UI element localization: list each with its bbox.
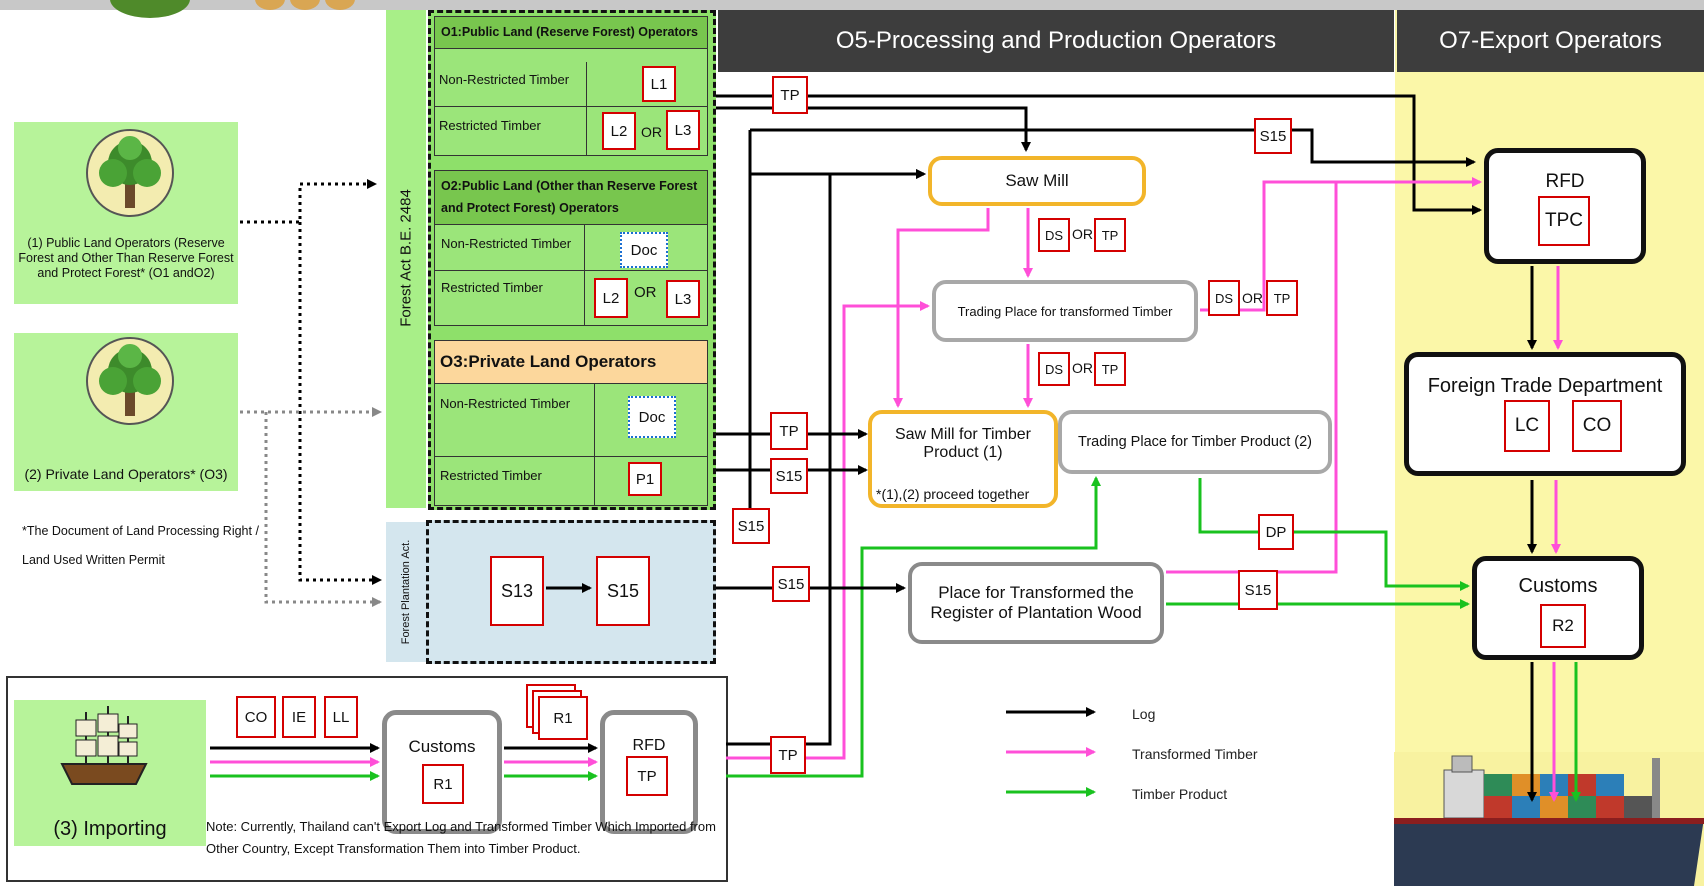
rfd-export-label: RFD [1545,171,1585,192]
doc-ds-trading: DS [1208,280,1240,316]
doc-s15: S15 [596,556,650,626]
doc-tp-import-flow: TP [770,736,806,774]
o7-header: O7-Export Operators [1397,10,1704,72]
trading-product-label: Trading Place for Timber Product (2) [1078,434,1312,450]
coin-decoration [290,0,320,10]
doc-tp-o3: TP [770,412,808,450]
saw-mill-box: Saw Mill [928,156,1146,206]
forest-act-band [386,10,426,508]
doc-ie: IE [282,696,316,738]
doc-tpc: TPC [1538,196,1590,246]
doc-p1: P1 [628,462,662,496]
cargo-ship-icon [1394,752,1704,886]
footnote-line1: *The Document of Land Processing Right / [22,524,259,538]
customs-export-label: Customs [1518,575,1598,597]
doc-doc-o2: Doc [620,232,668,268]
doc-s15-o3: S15 [770,458,808,494]
doc-s15-top: S15 [1254,118,1292,154]
or-label: OR [1072,226,1093,242]
trading-transformed-box: Trading Place for transformed Timber [932,280,1198,342]
o1-nonrestricted-label: Non-Restricted Timber [439,72,570,87]
saw-mill-label: Saw Mill [1005,171,1069,190]
doc-r1: R1 [422,764,464,804]
doc-l1: L1 [642,66,676,102]
place-transformed-label: Place for Transformed the Register of Pl… [930,583,1142,622]
import-note: Note: Currently, Thailand can't Export L… [206,819,716,856]
doc-ll: LL [324,696,358,738]
private-land-operators-label: (2) Private Land Operators* (O3) [24,466,228,482]
legend-log-label: Log [1132,706,1156,722]
leaf-decoration [110,0,190,18]
o2-restricted-label: Restricted Timber [441,280,543,295]
doc-tp-trading: TP [1266,280,1298,316]
doc-tp-top: TP [772,76,808,114]
ship-icon [56,702,152,792]
doc-ds-sawmill: DS [1038,218,1070,252]
trading-product-box: Trading Place for Timber Product (2) [1058,410,1332,474]
coin-decoration [255,0,285,10]
doc-dp: DP [1258,514,1294,550]
o3-col-divider [594,384,595,506]
legend-transformed-label: Transformed Timber [1132,746,1258,762]
o2-title: O2:Public Land (Other than Reserve Fores… [435,171,707,225]
tree-icon [85,336,175,426]
o5-header: O5-Processing and Production Operators [718,10,1394,72]
or-label: OR [1242,290,1263,306]
o3-restricted-label: Restricted Timber [440,468,542,483]
forest-act-label: Forest Act B.E. 2484 [397,189,415,327]
o2-divider [434,270,708,271]
o2-nonrestricted-label: Non-Restricted Timber [441,236,572,251]
doc-l3: L3 [666,110,700,150]
o3-title-bar [434,340,708,384]
or-label: OR [641,124,662,140]
doc-r2: R2 [1540,604,1586,648]
doc-tp-sawmill: TP [1094,218,1126,252]
or-label: OR [1072,360,1093,376]
ftd-label: Foreign Trade Department [1427,375,1663,397]
doc-s13: S13 [490,556,544,626]
o2-col-divider [584,224,585,326]
customs-import-label: Customs [408,737,476,756]
doc-tp-mid: TP [1094,352,1126,386]
doc-co-export: CO [1572,400,1622,452]
coin-decoration [325,0,355,10]
doc-s15-place: S15 [1238,570,1278,610]
place-transformed-box: Place for Transformed the Register of Pl… [908,562,1164,644]
importing-label: (3) Importing [53,818,167,840]
top-strip [0,0,1704,10]
plantation-act-band [386,522,426,662]
o1-col-divider [586,62,587,156]
doc-s15-plantation: S15 [772,566,810,602]
public-land-operators-label: (1) Public Land Operators (Reserve Fores… [18,236,234,280]
doc-lc: LC [1504,400,1550,452]
legend-product-label: Timber Product [1132,786,1228,802]
doc-co-import: CO [236,696,276,738]
doc-r1-stack: R1 [538,696,588,740]
doc-l2: L2 [594,278,628,318]
rfd-import-label: RFD [632,737,666,754]
o1-restricted-label: Restricted Timber [439,118,541,133]
plantation-box [426,520,716,664]
sawmill-product-label: Saw Mill for Timber Product (1) [894,426,1032,461]
proceed-together-note: *(1),(2) proceed together [876,486,1030,502]
or-label: OR [634,284,657,301]
footnote-line2: Land Used Written Permit [22,553,165,567]
o1-title: O1:Public Land (Reserve Forest) Operator… [435,17,707,49]
doc-l3: L3 [666,280,700,318]
o2-section: O2:Public Land (Other than Reserve Fores… [434,170,708,326]
o3-title: O3:Private Land Operators [440,352,657,371]
doc-s15-left: S15 [732,508,770,544]
o3-divider [434,456,708,457]
o3-nonrestricted-label: Non-Restricted Timber [440,396,571,411]
o1-divider [434,106,708,107]
tree-icon [85,128,175,218]
doc-ds-mid: DS [1038,352,1070,386]
trading-transformed-label: Trading Place for transformed Timber [957,303,1173,319]
doc-doc-o3: Doc [628,396,676,438]
plantation-act-label: Forest Plantation Act. [400,539,412,645]
doc-tp-import: TP [626,756,668,796]
doc-l2: L2 [602,112,636,150]
